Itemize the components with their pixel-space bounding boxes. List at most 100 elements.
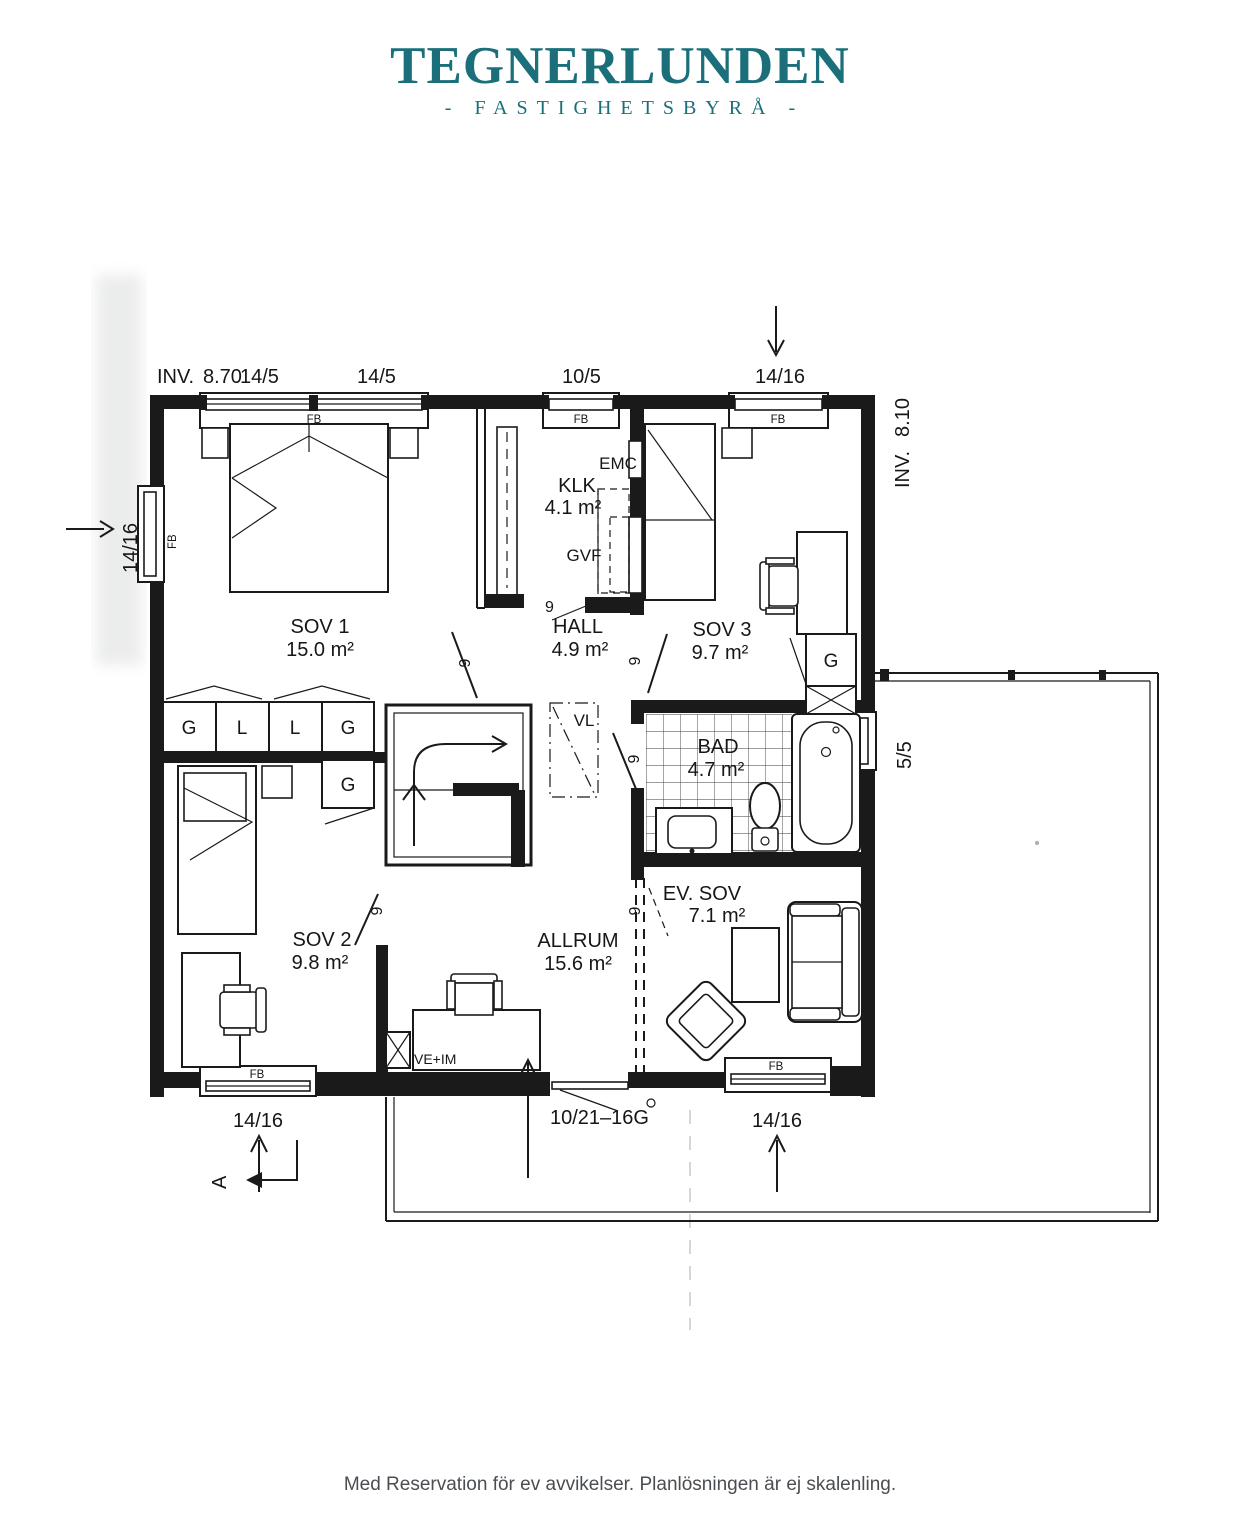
balcony-door-panel bbox=[551, 1081, 629, 1090]
agency-tagline: - FASTIGHETSBYRÅ - bbox=[444, 97, 805, 119]
wardrobe-row: G L L G bbox=[162, 685, 375, 753]
room-area-evsov: 7.1 m² bbox=[689, 905, 746, 927]
dim-left: 14/16 bbox=[120, 523, 142, 573]
room-area-sov2: 9.8 m² bbox=[292, 952, 349, 974]
desk-chair bbox=[219, 991, 259, 1029]
room-area-sov3: 9.7 m² bbox=[692, 642, 749, 664]
door-width: 9 bbox=[457, 658, 474, 667]
klk-closet bbox=[597, 440, 643, 594]
room-name-evsov: EV. SOV bbox=[663, 883, 742, 905]
sov3-furniture: G bbox=[644, 423, 857, 715]
room-name-allrum: ALLRUM bbox=[537, 930, 618, 952]
agency-name: TEGNERLUNDEN bbox=[390, 37, 850, 95]
wardrobe-label: G bbox=[341, 718, 356, 739]
wardrobe-label: G bbox=[341, 775, 356, 796]
room-area-klk: 4.1 m² bbox=[545, 497, 602, 519]
armchair bbox=[665, 980, 747, 1062]
window-top-left: FB bbox=[199, 392, 429, 429]
dim-top-c: 10/5 bbox=[562, 366, 601, 388]
vl-shaft: VL bbox=[549, 702, 599, 798]
room-area-allrum: 15.6 m² bbox=[544, 953, 612, 975]
arrow-up bbox=[768, 1133, 786, 1153]
room-name-klk: KLK bbox=[558, 475, 596, 497]
toilet bbox=[749, 782, 781, 830]
window-top-middle: FB bbox=[542, 392, 620, 429]
dim-top-right: 14/16 bbox=[755, 366, 805, 388]
arrow-right bbox=[99, 520, 115, 538]
arrow-down bbox=[767, 339, 785, 358]
window-label: FB bbox=[167, 534, 179, 549]
doors: 9 9 9 9 9 9 bbox=[354, 599, 669, 1108]
room-area-hall: 4.9 m² bbox=[552, 639, 609, 661]
dim-terrace: 5/5 bbox=[894, 741, 916, 769]
nightstand bbox=[261, 765, 293, 799]
dim-top-a: 14/5 bbox=[240, 366, 279, 388]
inv-right: INV.8.10 bbox=[892, 398, 914, 488]
sov1-furniture bbox=[201, 423, 419, 593]
stair-up-arrow bbox=[413, 743, 504, 846]
nightstand bbox=[389, 427, 419, 459]
window-label: FB bbox=[250, 1069, 265, 1081]
sov2-furniture: G bbox=[177, 759, 375, 1068]
allrum-furniture: VE+IM bbox=[385, 973, 541, 1071]
door-width: 9 bbox=[626, 754, 643, 763]
door-width: 9 bbox=[627, 656, 644, 665]
scan-artifacts bbox=[96, 275, 1039, 1330]
disclaimer-text: Med Reservation för ev avvikelser. Planl… bbox=[343, 1474, 897, 1495]
dim-bottom-door: 10/21–16G bbox=[550, 1107, 649, 1129]
vl-label: VL bbox=[574, 711, 595, 730]
section-pointer bbox=[262, 1140, 298, 1181]
single-bed bbox=[644, 423, 716, 601]
room-labels: SOV 1 15.0 m² HALL 4.9 m² KLK 4.1 m² EMC… bbox=[286, 454, 751, 975]
ve-im-label: VE+IM bbox=[414, 1051, 456, 1067]
window-left: FB bbox=[137, 485, 179, 583]
gvf-label: GVF bbox=[567, 546, 602, 565]
window-top-right: FB bbox=[728, 392, 829, 429]
emc-unit bbox=[628, 440, 643, 479]
wardrobe-g bbox=[321, 759, 375, 809]
dim-top-b: 14/5 bbox=[357, 366, 396, 388]
window-bottom-right: FB bbox=[724, 1057, 832, 1093]
staircase bbox=[384, 703, 533, 867]
linen-label: L bbox=[237, 718, 248, 739]
nightstand bbox=[201, 427, 229, 459]
desk-chair bbox=[767, 565, 799, 607]
dim-bottom-left: 14/16 bbox=[233, 1110, 283, 1132]
dimension-annotations: INV. 8.70 14/5 14/5 10/5 14/16 INV.8.10 … bbox=[66, 306, 916, 1192]
room-name-bad: BAD bbox=[697, 736, 738, 758]
door-width: 9 bbox=[369, 906, 386, 915]
dim-bottom-right: 14/16 bbox=[752, 1110, 802, 1132]
arrow-up bbox=[519, 1057, 537, 1077]
agency-logo: TEGNERLUNDEN - FASTIGHETSBYRÅ - bbox=[0, 40, 1240, 120]
window-label: FB bbox=[769, 1061, 784, 1073]
desk bbox=[796, 531, 848, 635]
inv-top-value: 8.70 bbox=[203, 366, 242, 388]
emc-label: EMC bbox=[599, 454, 637, 473]
room-name-hall: HALL bbox=[553, 616, 603, 638]
room-name-sov1: SOV 1 bbox=[291, 616, 350, 638]
window-label: FB bbox=[574, 414, 589, 426]
nightstand bbox=[721, 427, 753, 459]
room-area-sov1: 15.0 m² bbox=[286, 639, 354, 661]
window-bottom-left: FB bbox=[199, 1065, 317, 1097]
section-marker: A bbox=[209, 1175, 231, 1189]
gvf-unit bbox=[628, 516, 643, 594]
door-width: 9 bbox=[627, 906, 644, 915]
door-stop bbox=[646, 1098, 656, 1108]
wardrobe-label: G bbox=[182, 718, 197, 739]
window-label: FB bbox=[771, 414, 786, 426]
wardrobe-label: G bbox=[824, 651, 839, 672]
arrow-up bbox=[250, 1133, 268, 1153]
room-area-bad: 4.7 m² bbox=[688, 759, 745, 781]
linen-label: L bbox=[290, 718, 301, 739]
evsov-furniture bbox=[665, 901, 863, 1062]
room-name-sov2: SOV 2 bbox=[293, 929, 352, 951]
bathroom bbox=[646, 713, 861, 855]
door-width: 9 bbox=[545, 599, 554, 616]
desk-chair bbox=[450, 973, 498, 984]
inv-label: INV. bbox=[157, 366, 194, 388]
coffee-table bbox=[731, 927, 780, 1003]
room-name-sov3: SOV 3 bbox=[693, 619, 752, 641]
